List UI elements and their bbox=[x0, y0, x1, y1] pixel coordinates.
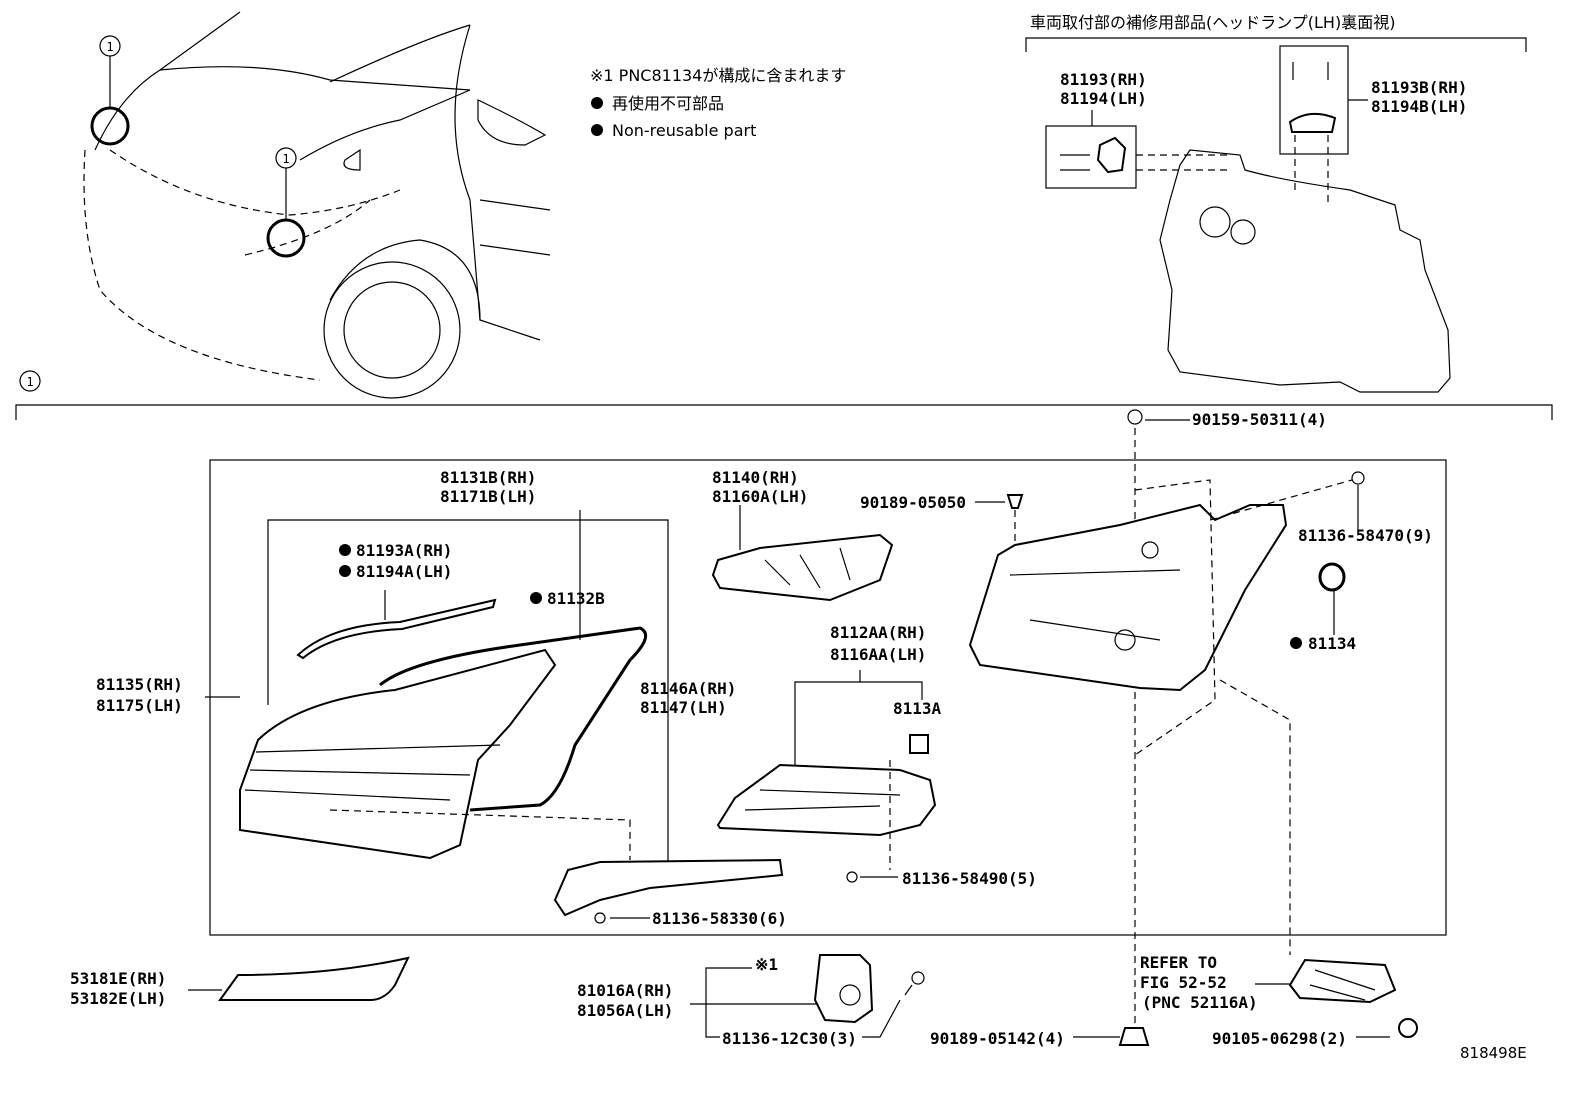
part-number-label: 81136-12C30(3) bbox=[722, 1029, 857, 1048]
part-number-label: 81146A(RH) bbox=[640, 679, 736, 698]
screw-icon bbox=[911, 971, 925, 985]
headlamp-housing bbox=[968, 503, 1288, 692]
bracket-box-81193 bbox=[1045, 125, 1137, 189]
headlamp-lens-group: 81131B(RH) 81171B(LH) 81193A(RH) 81194A(… bbox=[96, 468, 669, 862]
part-number-label: 81136-58470(9) bbox=[1298, 526, 1433, 545]
o-ring-81134 bbox=[1318, 562, 1346, 592]
bracket-box-81193b bbox=[1279, 45, 1349, 155]
diagram-id: 818498E bbox=[1460, 1044, 1527, 1062]
note-non-reusable-en: Non-reusable part bbox=[612, 121, 756, 140]
part-number-label: 53181E(RH) bbox=[70, 969, 166, 988]
part-number-label: 1 bbox=[26, 375, 33, 389]
part-number-label: 81193(RH) bbox=[1060, 70, 1147, 89]
part-number-label: 8112AA(RH) bbox=[830, 623, 926, 642]
part-number-label: (PNC 52116A) bbox=[1142, 993, 1258, 1012]
vehicle-sketch: 1 1 bbox=[83, 11, 551, 399]
part-number-label: 8116AA(LH) bbox=[830, 645, 926, 664]
repair-parts-title: 車両取付部の補修用部品(ヘッドランプ(LH)裏面視) bbox=[1030, 13, 1395, 32]
screw-icon bbox=[594, 912, 606, 924]
module-81016a bbox=[813, 954, 874, 1024]
part-number-label: 81194A(LH) bbox=[356, 562, 452, 581]
projector-unit bbox=[711, 533, 894, 602]
bracket-52116a bbox=[1288, 958, 1397, 1004]
part-number-label: 1 bbox=[106, 40, 113, 54]
repair-parts-section: 車両取付部の補修用部品(ヘッドランプ(LH)裏面視) 81193(RH) 811… bbox=[1025, 13, 1527, 393]
part-number-label: 81160A(LH) bbox=[712, 487, 808, 506]
lower-parts: 53181E(RH) 53182E(LH) ※1 81016A(RH) 8105… bbox=[70, 953, 1527, 1062]
part-number-label: 81136-58490(5) bbox=[902, 869, 1037, 888]
housing-group: 90159-50311(4) 90189-05050 81136-58470(9… bbox=[860, 409, 1433, 1025]
callout-marker-1b bbox=[275, 147, 297, 169]
non-reusable-bullet-icon bbox=[530, 592, 542, 604]
bracket-81146a-group: 81146A(RH) 81147(LH) 81136-58330(6) bbox=[329, 679, 787, 928]
part-number-label: 1 bbox=[282, 152, 289, 166]
part-number-label: 90105-06298(2) bbox=[1212, 1029, 1347, 1048]
clip-8113a bbox=[909, 734, 929, 754]
part-number-label: ※1 bbox=[755, 955, 778, 974]
part-number-label: 81147(LH) bbox=[640, 698, 727, 717]
part-number-label: 81140(RH) bbox=[712, 468, 799, 487]
callout-marker-1a bbox=[99, 35, 121, 57]
part-number-label: 81056A(LH) bbox=[577, 1001, 673, 1020]
headlamp-back-view bbox=[1159, 149, 1451, 393]
seal-81193a bbox=[296, 598, 497, 660]
screw-icon bbox=[1351, 471, 1365, 485]
part-number-label: REFER TO bbox=[1140, 953, 1217, 972]
clip-90189 bbox=[1006, 494, 1024, 509]
part-number-label: FIG 52-52 bbox=[1140, 973, 1227, 992]
part-number-label: 90189-05142(4) bbox=[930, 1029, 1065, 1048]
bullet-icon bbox=[591, 97, 603, 109]
section-bracket bbox=[15, 404, 1553, 420]
screw-icon bbox=[846, 871, 858, 883]
garnish-53181e bbox=[218, 956, 410, 1001]
bezel-extension bbox=[716, 763, 937, 837]
headlamp-lens bbox=[239, 648, 557, 860]
bolt-icon bbox=[1127, 409, 1143, 425]
notes-block: ※1 PNC81134が構成に含まれます 再使用不可部品 Non-reusabl… bbox=[590, 66, 846, 140]
gasket-81132b bbox=[379, 626, 648, 812]
part-number-label: 81131B(RH) bbox=[440, 468, 536, 487]
part-number-label: 81194(LH) bbox=[1060, 89, 1147, 108]
bezel-8112aa-group: 8112AA(RH) 8116AA(LH) 8113A 81136-58490(… bbox=[716, 623, 1037, 888]
part-number-label: 81171B(LH) bbox=[440, 487, 536, 506]
headlamp-location-circle-lower bbox=[266, 218, 306, 258]
projector-81140-group: 81140(RH) 81160A(LH) bbox=[711, 468, 894, 602]
part-number-label: 81016A(RH) bbox=[577, 981, 673, 1000]
part-number-label: 90159-50311(4) bbox=[1192, 410, 1327, 429]
part-number-label: 81175(LH) bbox=[96, 696, 183, 715]
non-reusable-bullet-icon bbox=[339, 544, 351, 556]
part-number-label: 81132B bbox=[547, 589, 605, 608]
bolt-90105 bbox=[1398, 1018, 1418, 1038]
part-number-label: 8113A bbox=[893, 699, 942, 718]
bracket-81193b bbox=[1288, 112, 1337, 133]
clip-90189-05142 bbox=[1118, 1027, 1150, 1046]
bullet-icon bbox=[591, 124, 603, 136]
part-number-label: 81193B(RH) bbox=[1371, 78, 1467, 97]
part-number-label: 81136-58330(6) bbox=[652, 909, 787, 928]
note-included-part: ※1 PNC81134が構成に含まれます bbox=[590, 66, 846, 85]
part-number-label: 81135(RH) bbox=[96, 675, 183, 694]
bracket-81146a bbox=[553, 858, 784, 917]
non-reusable-bullet-icon bbox=[1290, 637, 1302, 649]
headlamp-location-circle-upper bbox=[90, 106, 130, 146]
part-number-label: 53182E(LH) bbox=[70, 989, 166, 1008]
note-non-reusable-jp: 再使用不可部品 bbox=[612, 94, 724, 113]
part-number-label: 81134 bbox=[1308, 634, 1356, 653]
part-number-label: 81194B(LH) bbox=[1371, 97, 1467, 116]
non-reusable-bullet-icon bbox=[339, 565, 351, 577]
part-number-label: 90189-05050 bbox=[860, 493, 966, 512]
callout-marker-section bbox=[19, 370, 41, 392]
bracket-81193 bbox=[1096, 136, 1127, 174]
part-number-label: 81193A(RH) bbox=[356, 541, 452, 560]
